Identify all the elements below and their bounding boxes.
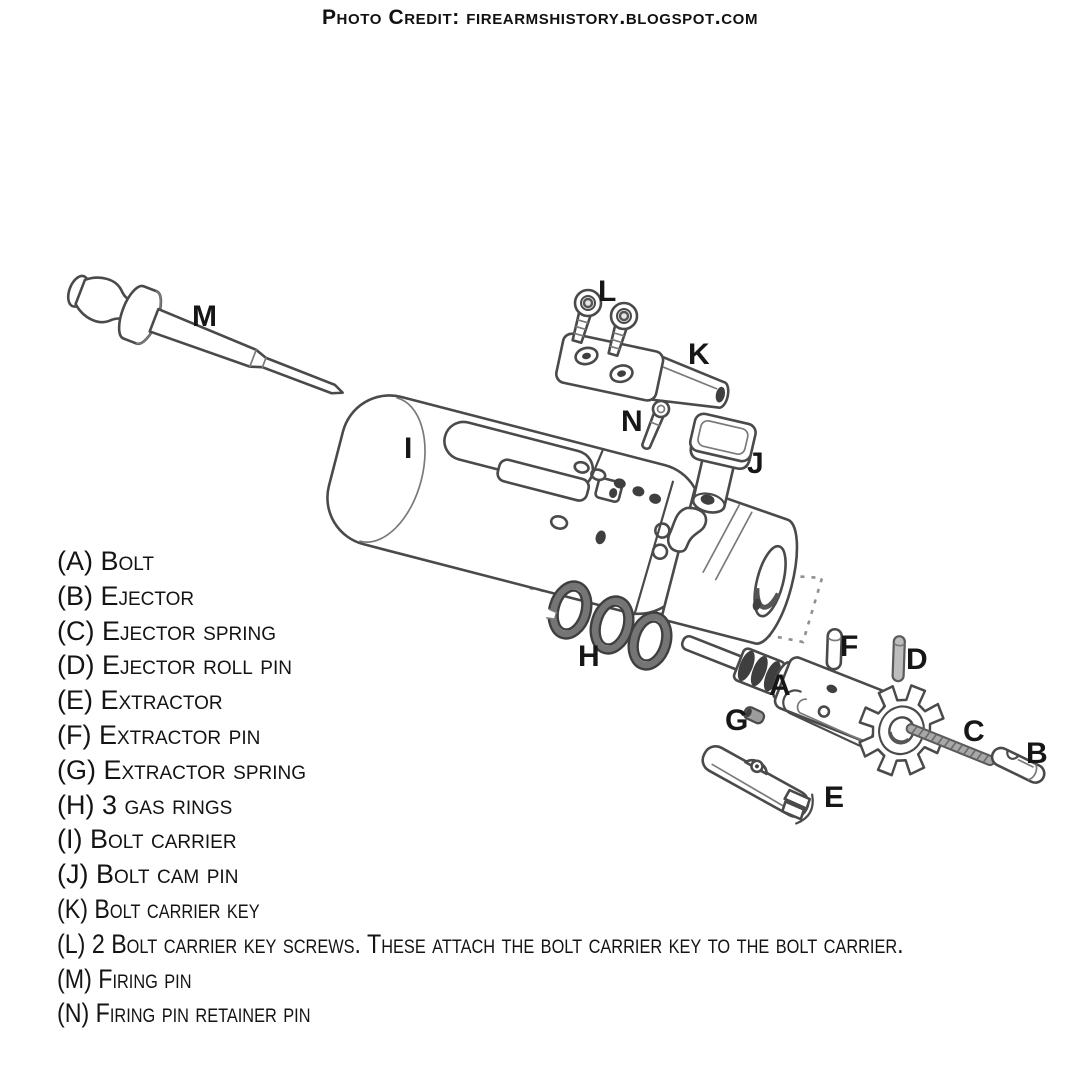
legend-item-c: (C) Ejector spring xyxy=(57,615,276,646)
extractor-pin-part xyxy=(825,627,844,671)
bolt-cam-pin-part xyxy=(688,412,757,514)
label-ejector-spring: C xyxy=(963,715,985,748)
firing-pin-part xyxy=(66,274,344,395)
label-bolt-cam-pin: J xyxy=(747,447,764,480)
legend-item-j: (J) Bolt cam pin xyxy=(57,859,239,890)
bolt-carrier-part xyxy=(326,394,799,645)
label-firing-pin: M xyxy=(192,300,217,333)
ejector-roll-pin-part xyxy=(891,635,906,683)
legend-item-f: (F) Extractor pin xyxy=(57,719,261,750)
label-key-screws: L xyxy=(598,275,616,308)
photo-credit: Photo Credit: firearmshistory.blogspot.c… xyxy=(321,6,759,29)
label-firing-pin-retainer: N xyxy=(621,405,643,438)
label-bolt-carrier: I xyxy=(404,432,412,465)
legend-item-h: (H) 3 gas rings xyxy=(57,789,233,820)
legend-item-d: (D) Ejector roll pin xyxy=(57,650,292,681)
label-bolt-carrier-key: K xyxy=(688,338,710,371)
legend-item-e: (E) Extractor xyxy=(57,685,223,716)
firing-pin-retainer-part xyxy=(641,399,671,450)
legend-item-k: (K) Bolt carrier key xyxy=(57,893,260,924)
legend-item-m: (M) Firing pin xyxy=(57,963,192,994)
label-extractor-spring: G xyxy=(725,704,748,737)
label-ejector-roll-pin: D xyxy=(906,643,928,676)
key-screw-1 xyxy=(571,288,603,344)
label-gas-rings: H xyxy=(578,640,600,673)
legend-item-a: (A) Bolt xyxy=(57,546,155,576)
ejector-part xyxy=(990,746,1046,784)
legend-item-l: (L) 2 Bolt carrier key screws. These att… xyxy=(57,928,904,959)
parts-legend: (A) Bolt (B) Ejector (C) Ejector spring … xyxy=(57,544,1041,1031)
dashed-box xyxy=(526,558,824,644)
label-extractor: E xyxy=(824,781,844,814)
label-bolt: A xyxy=(769,669,791,702)
key-screw-2 xyxy=(607,301,639,357)
extractor-part xyxy=(701,745,814,825)
legend-item-n: (N) Firing pin retainer pin xyxy=(57,998,311,1029)
label-ejector: B xyxy=(1026,737,1048,770)
legend-item-g: (G) Extractor spring xyxy=(57,754,306,785)
label-extractor-pin: F xyxy=(840,630,858,663)
gas-rings-part xyxy=(544,580,673,671)
extractor-spring-part xyxy=(743,706,766,725)
legend-item-i: (I) Bolt carrier xyxy=(57,824,237,855)
legend-item-b: (B) Ejector xyxy=(57,580,195,611)
bolt-carrier-key-part xyxy=(554,332,730,409)
